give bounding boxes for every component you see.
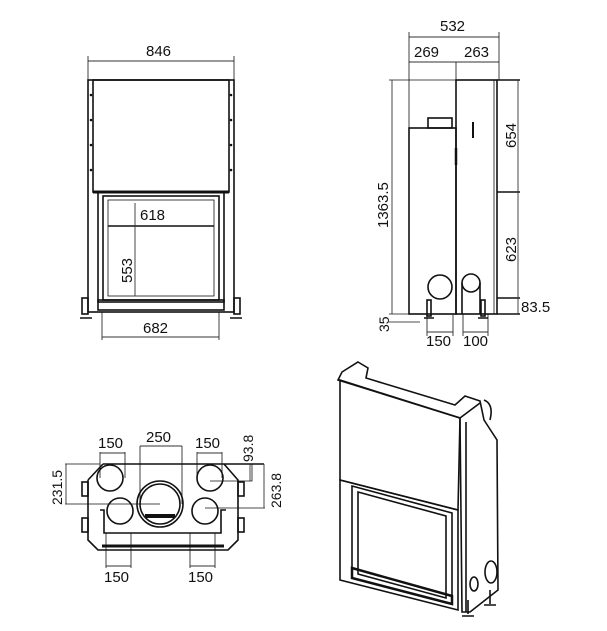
dim-682: 682: [143, 320, 168, 337]
dim-150-top-left: 150: [98, 435, 123, 452]
front-view: 846 618 553 682: [80, 43, 242, 340]
dim-654: 654: [503, 123, 520, 148]
dim-150-bottom-right: 150: [188, 569, 213, 586]
dim-618: 618: [140, 207, 165, 224]
dim-150-bottom-left: 150: [104, 569, 129, 586]
dim-553: 553: [119, 258, 136, 283]
dim-623: 623: [503, 237, 520, 262]
dim-250: 250: [146, 429, 171, 446]
dim-1363-5: 1363.5: [375, 182, 392, 228]
dim-532: 532: [440, 18, 465, 35]
isometric-view: [336, 361, 499, 617]
dim-150-flue: 150: [426, 333, 451, 350]
dim-263-8: 263.8: [268, 473, 284, 508]
dim-93-8: 93.8: [240, 435, 256, 462]
dim-35: 35: [376, 316, 392, 332]
top-view: 150 250 150 93.8 263.8 231.5 150 150: [49, 429, 284, 586]
side-view: 532 269 263 654 623 83.5 1363.5 35 150 1…: [375, 18, 550, 350]
dim-231-5: 231.5: [49, 470, 65, 505]
dim-263: 263: [464, 44, 489, 61]
dim-100-air: 100: [463, 333, 488, 350]
dim-83-5: 83.5: [521, 299, 550, 316]
dim-150-top-right: 150: [195, 435, 220, 452]
dim-846: 846: [146, 43, 171, 60]
dim-269: 269: [414, 44, 439, 61]
